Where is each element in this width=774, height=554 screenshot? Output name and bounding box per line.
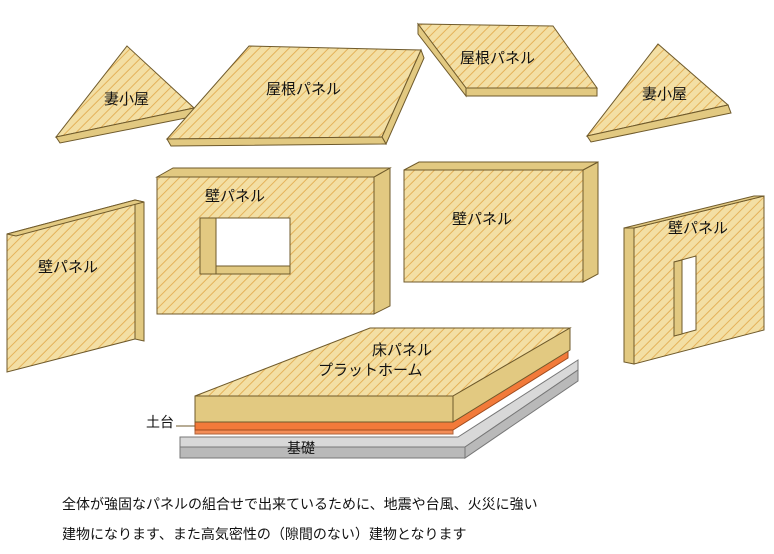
floor-panel: 床パネル プラットホーム	[194, 327, 572, 423]
roof-panel-left: 屋根パネル	[165, 45, 425, 147]
roof-left-label: 屋根パネル	[266, 80, 341, 98]
wall-right-label: 壁パネル	[668, 219, 728, 237]
wall-panel-left: 壁パネル	[6, 199, 145, 373]
wall-panel-window: 壁パネル	[155, 167, 392, 315]
gable-panel-left: 妻小屋	[54, 45, 197, 144]
gable-panel-right: 妻小屋	[585, 43, 732, 143]
door-opening	[673, 255, 697, 337]
caption-line-2: 建物になります、また高気密性の（隙間のない）建物となります	[62, 527, 467, 543]
panel-diagram: 妻小屋 屋根パネル 屋根パネル 妻小屋 壁パネル 壁パネル	[6, 22, 765, 459]
floor-label-line1: 床パネル	[372, 341, 432, 359]
description-caption: 全体が強固なパネルの組合せで出来ているために、地震や台風、火災に強い 建物になり…	[62, 490, 762, 550]
caption-line-1: 全体が強固なパネルの組合せで出来ているために、地震や台風、火災に強い	[62, 497, 538, 513]
gable-right-label: 妻小屋	[642, 85, 687, 103]
foundation: 基礎	[179, 359, 579, 459]
wall-panel-center: 壁パネル	[403, 161, 599, 283]
sill-label: 土台	[146, 415, 174, 431]
roof-panel-right: 屋根パネル	[416, 22, 598, 98]
window-opening	[199, 217, 291, 275]
gable-left-label: 妻小屋	[104, 90, 149, 108]
wall-left-label: 壁パネル	[38, 258, 98, 276]
wall-window-label: 壁パネル	[205, 187, 265, 205]
foundation-label: 基礎	[287, 440, 315, 457]
floor-label-line2: プラットホーム	[318, 361, 423, 379]
wall-panel-right: 壁パネル	[623, 195, 765, 365]
roof-right-label: 屋根パネル	[460, 49, 535, 67]
wall-center-label: 壁パネル	[452, 210, 512, 228]
